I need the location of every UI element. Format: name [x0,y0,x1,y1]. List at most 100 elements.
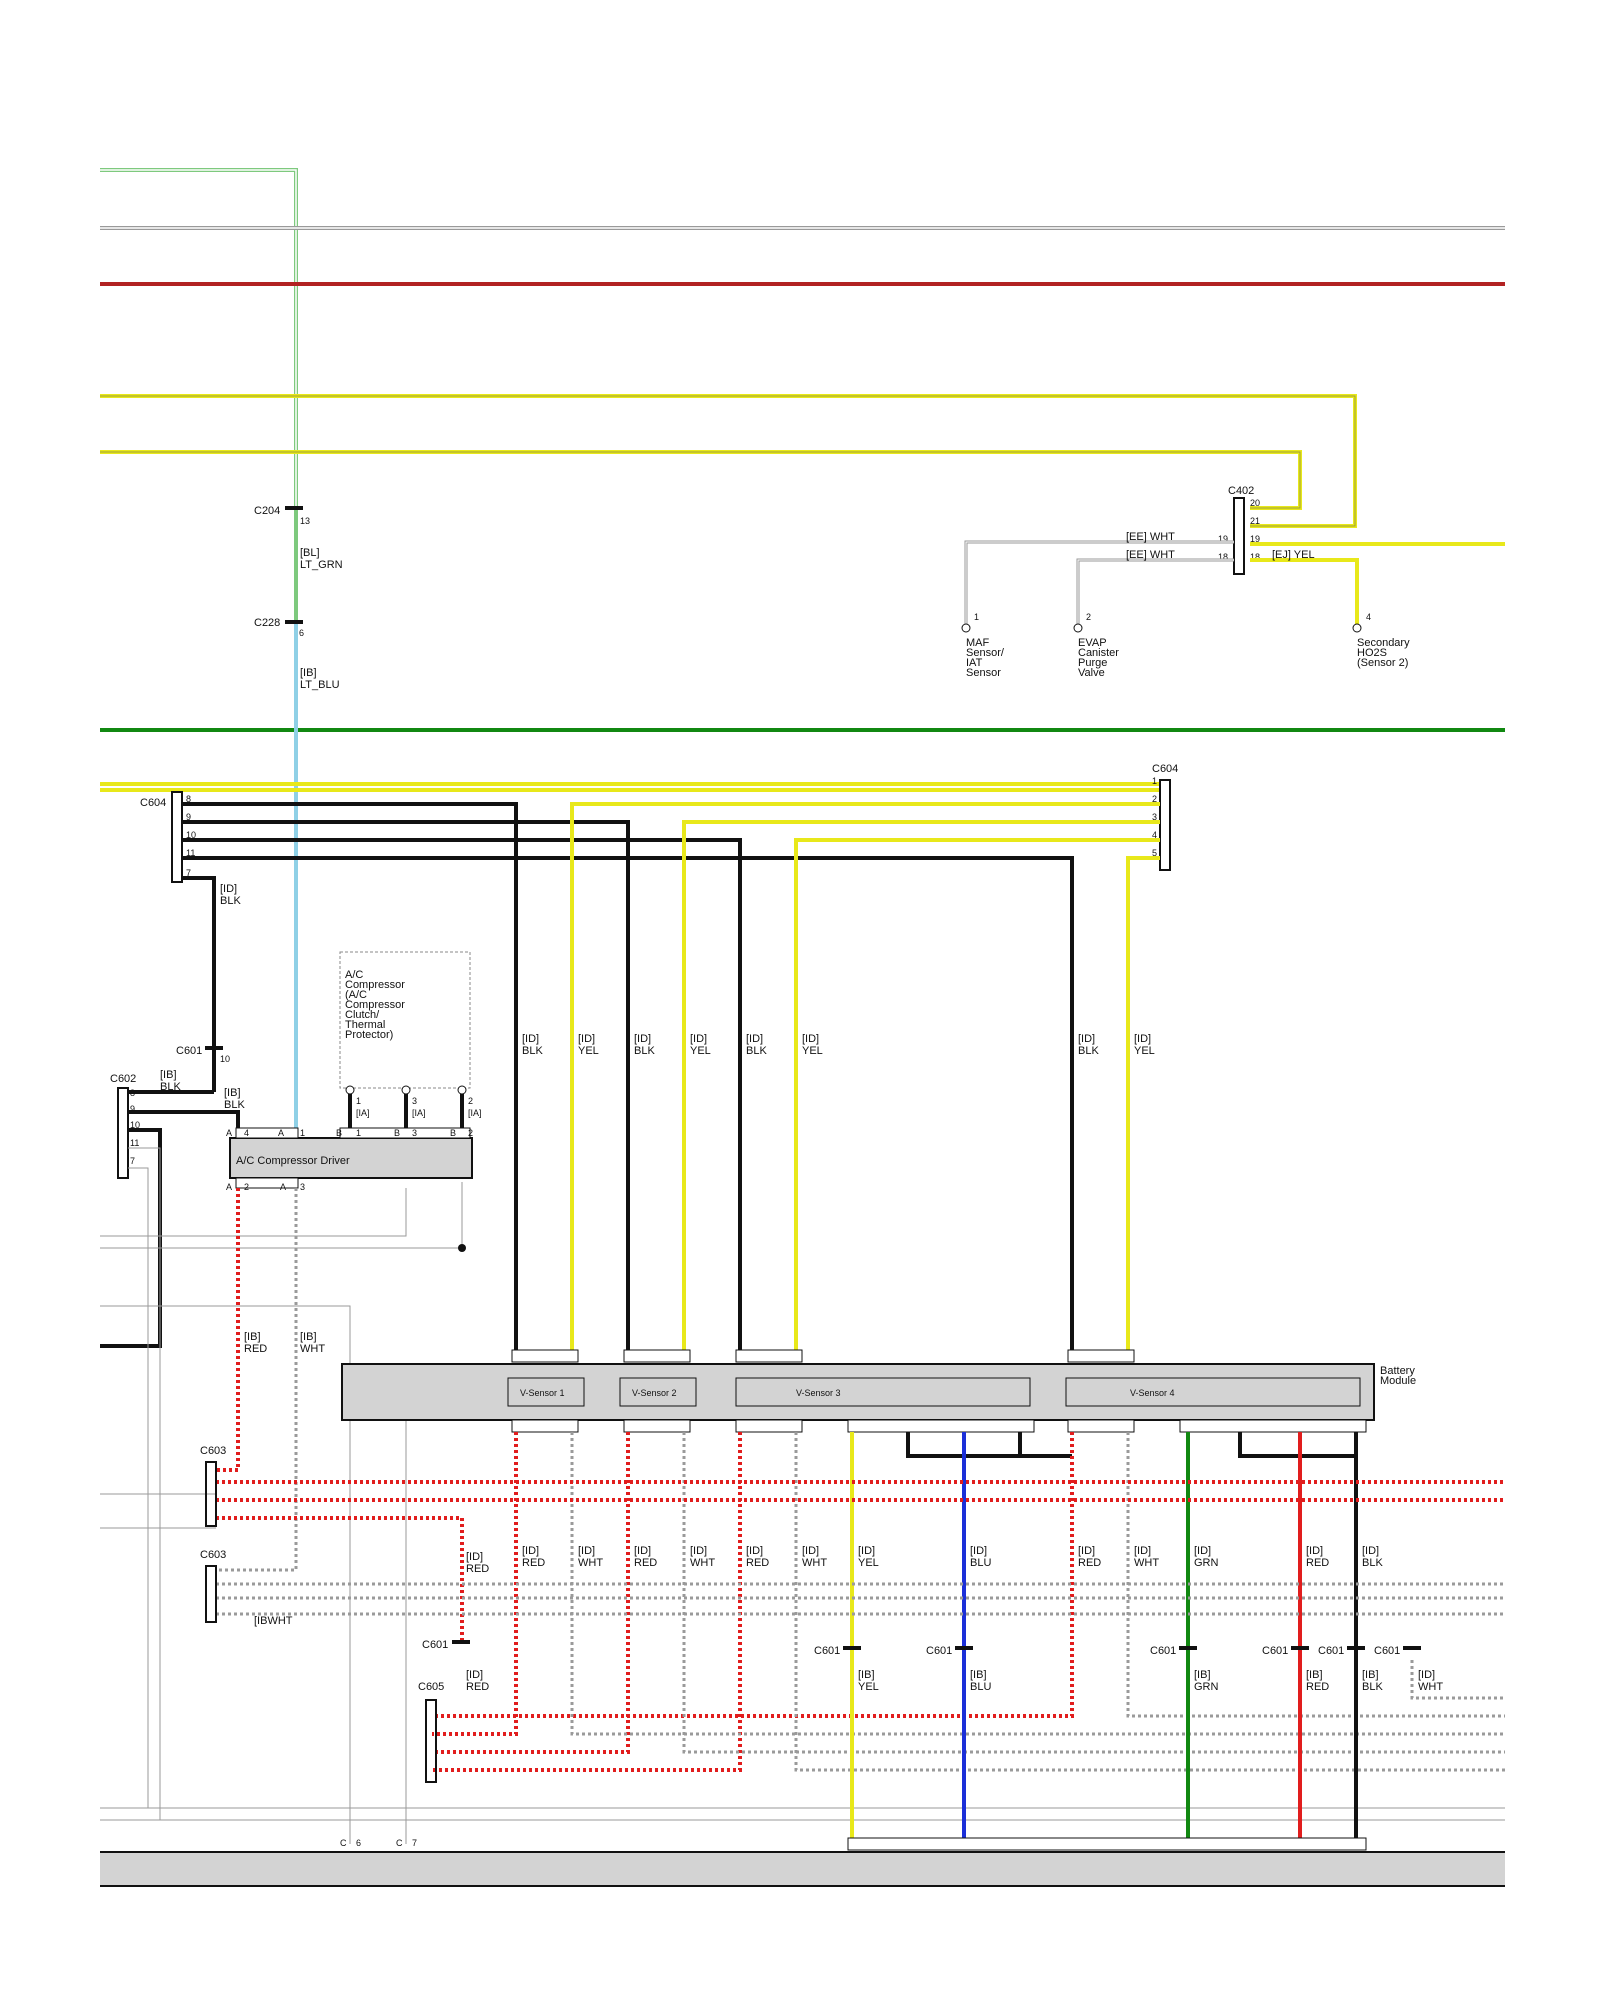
svg-text:WHT: WHT [578,1557,603,1569]
svg-text:GRN: GRN [1194,1557,1219,1569]
c204-pin: 13 [300,516,310,526]
svg-text:19: 19 [1250,534,1260,544]
svg-text:Compressor: Compressor [345,979,405,991]
svg-text:GRN: GRN [1194,1681,1219,1693]
svg-text:V-Sensor 1: V-Sensor 1 [520,1388,565,1398]
svg-text:[ID]: [ID] [970,1545,987,1557]
svg-text:[ID]: [ID] [578,1545,595,1557]
wire-label: [EE] WHT [1126,531,1175,543]
svg-text:[ID]: [ID] [802,1033,819,1045]
grey-wires [100,1182,1505,1844]
svg-text:[IB]: [IB] [244,1331,261,1343]
c204-c228-wire: C204 13 [BL] LT_GRN C228 6 [IB] LT_BLU [254,505,343,1130]
wire-label: [EE] WHT [1126,549,1175,561]
svg-text:2: 2 [468,1128,473,1138]
svg-text:Thermal: Thermal [345,1019,385,1031]
svg-text:5: 5 [1152,848,1157,858]
svg-text:[ID]: [ID] [634,1545,651,1557]
svg-text:1: 1 [300,1128,305,1138]
svg-text:6: 6 [356,1838,361,1848]
svg-text:[IB]: [IB] [858,1669,875,1681]
svg-text:V-Sensor 2: V-Sensor 2 [632,1388,677,1398]
wire-label: [BL] [300,547,320,559]
c228-pin: 6 [299,628,304,638]
svg-text:1: 1 [356,1096,361,1106]
svg-text:BLK: BLK [224,1099,245,1111]
svg-text:RED: RED [466,1681,489,1693]
svg-text:2: 2 [1086,612,1091,622]
svg-text:11: 11 [186,848,195,858]
svg-text:Clutch/: Clutch/ [345,1009,380,1021]
svg-text:Compressor: Compressor [345,999,405,1011]
svg-text:EVAP: EVAP [1078,637,1107,649]
svg-text:8: 8 [186,794,191,804]
svg-text:C603: C603 [200,1445,226,1457]
svg-text:C601: C601 [422,1639,448,1651]
svg-text:[ID]: [ID] [1078,1033,1095,1045]
svg-text:Valve: Valve [1078,667,1105,679]
svg-text:RED: RED [746,1557,769,1569]
svg-text:RED: RED [1306,1557,1329,1569]
wire-label: LT_BLU [300,679,340,691]
svg-text:A: A [280,1182,286,1192]
svg-text:C601: C601 [176,1045,202,1057]
vertical-wire-labels: [ID]BLK [ID]YEL [ID]BLK [ID]YEL [ID]BLK … [522,1033,1155,1057]
svg-text:A/C: A/C [345,969,363,981]
svg-text:21: 21 [1250,516,1260,526]
svg-text:B: B [450,1128,456,1138]
c604-left-label: C604 [140,797,166,809]
top-harness-lines [100,168,1505,732]
svg-text:[ID]: [ID] [522,1033,539,1045]
svg-text:RED: RED [244,1343,267,1355]
svg-text:3: 3 [412,1128,417,1138]
svg-text:[IB]: [IB] [300,1331,317,1343]
svg-text:18: 18 [1250,552,1260,562]
svg-text:C: C [396,1838,403,1848]
svg-text:YEL: YEL [690,1045,711,1057]
svg-text:BLK: BLK [1362,1681,1383,1693]
svg-text:V-Sensor 4: V-Sensor 4 [1130,1388,1175,1398]
svg-text:9: 9 [130,1104,135,1114]
c402-label: C402 [1228,485,1254,497]
svg-text:[IB]: [IB] [160,1069,177,1081]
svg-text:B: B [394,1128,400,1138]
svg-text:RED: RED [466,1563,489,1575]
svg-text:Sensor/: Sensor/ [966,647,1005,659]
svg-text:4: 4 [244,1128,249,1138]
svg-text:10: 10 [220,1054,230,1064]
svg-text:[ID]: [ID] [858,1545,875,1557]
c228-label: C228 [254,617,280,629]
ac-driver-outputs: [IB] RED [IB] WHT [216,1188,325,1572]
svg-text:V-Sensor 3: V-Sensor 3 [796,1388,841,1398]
wire-label: [ID] [220,883,237,895]
svg-text:HO2S: HO2S [1357,647,1387,659]
svg-text:RED: RED [522,1557,545,1569]
svg-text:7: 7 [412,1838,417,1848]
svg-text:A: A [278,1128,284,1138]
svg-text:Battery: Battery [1380,1365,1415,1377]
evap-valve: EVAP Canister Purge Valve [1078,637,1119,679]
svg-text:B: B [336,1128,342,1138]
svg-text:7: 7 [186,868,191,878]
svg-text:[ID]: [ID] [1362,1545,1379,1557]
svg-text:BLU: BLU [970,1557,991,1569]
svg-text:C602: C602 [110,1073,136,1085]
svg-text:RED: RED [1078,1557,1101,1569]
lower-wires [216,1432,1505,1840]
svg-text:3: 3 [1152,812,1157,822]
svg-text:[ID]: [ID] [1134,1545,1151,1557]
svg-text:[IA]: [IA] [412,1108,426,1118]
svg-text:A: A [226,1128,232,1138]
svg-text:WHT: WHT [300,1343,325,1355]
svg-text:MAF: MAF [966,637,990,649]
svg-text:C605: C605 [418,1681,444,1693]
svg-text:BLU: BLU [970,1681,991,1693]
wire-label: [IB] [300,667,317,679]
svg-text:1: 1 [974,612,979,622]
svg-text:YEL: YEL [578,1045,599,1057]
svg-text:BLK: BLK [746,1045,767,1057]
c204-label: C204 [254,505,280,517]
